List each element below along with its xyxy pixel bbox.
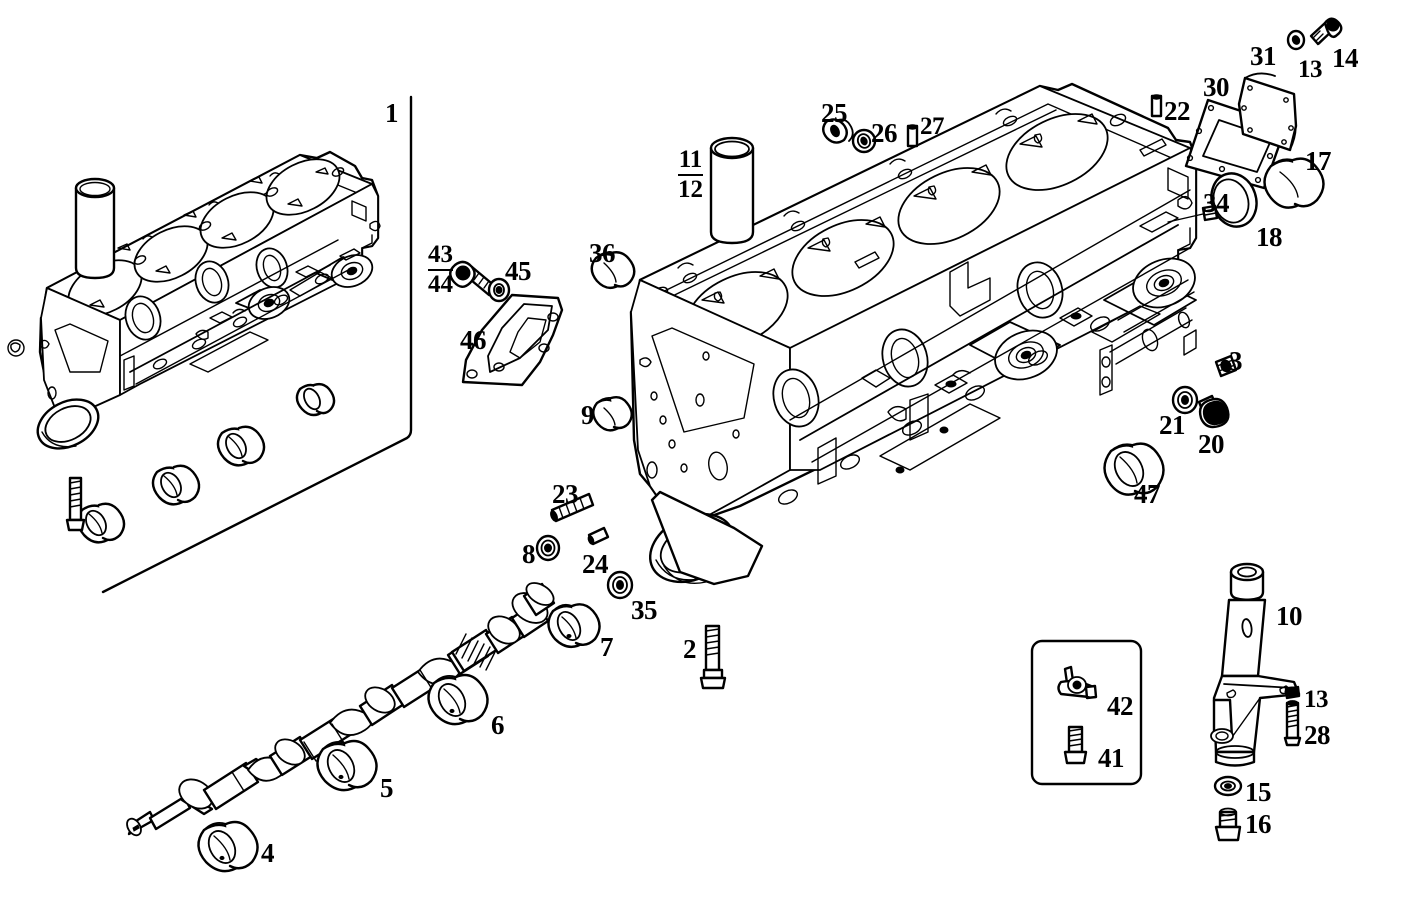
right-lower-bolt-bosses	[777, 316, 1111, 505]
callout-4: 4	[261, 838, 275, 868]
callout-numerator: 43	[428, 241, 453, 268]
core-plug-36	[590, 251, 636, 289]
bearing-bush-17	[1263, 157, 1325, 209]
callout-13: 13	[1298, 56, 1323, 83]
callout-1: 1	[385, 98, 399, 128]
main-bearing-cap-bolt-2	[699, 624, 727, 690]
right-rear-crank-bore	[648, 490, 764, 586]
callout-26: 26	[871, 118, 898, 148]
right-cylinder-block	[629, 82, 1198, 586]
cover-plate-31	[1237, 72, 1298, 152]
camshaft-bearing-bush-7	[547, 603, 601, 648]
callout-35: 35	[631, 595, 658, 625]
sealing-ring-8	[535, 534, 561, 562]
washer-13-lower	[1284, 685, 1301, 700]
sealing-washer-21	[1171, 385, 1199, 415]
callout-7: 7	[600, 632, 614, 662]
dowel-pin-27	[906, 124, 919, 148]
callout-15: 15	[1245, 777, 1272, 807]
left-cylinder-block	[7, 150, 381, 450]
callout-3: 3	[1229, 346, 1243, 376]
callout-24: 24	[582, 549, 609, 579]
camshaft-bearing-bush-6	[427, 673, 489, 726]
cylinder-bores-left	[67, 158, 341, 317]
left-deck-details	[55, 167, 345, 308]
callout-22: 22	[1164, 96, 1191, 126]
dowel-sleeve-23	[550, 492, 595, 523]
cylinder-liner-11-12	[709, 136, 755, 245]
callout-27: 27	[920, 113, 945, 140]
callout-31: 31	[1250, 41, 1277, 71]
shim-ring-18	[1210, 172, 1258, 228]
oil-spray-nozzle-42	[1057, 665, 1098, 700]
core-plug-25	[822, 118, 854, 144]
dowel-pin-22-icon	[1150, 94, 1163, 118]
callout-25: 25	[821, 98, 848, 128]
callout-18: 18	[1256, 222, 1283, 252]
left-lower-bolt-bosses	[152, 273, 330, 370]
callout-23: 23	[552, 479, 579, 509]
callout-denominator: 44	[428, 270, 453, 298]
plug-screw-3	[1214, 354, 1238, 378]
core-plug-9	[592, 395, 633, 432]
oil-suction-pipe-10	[1210, 562, 1301, 767]
sealing-ring-26	[851, 128, 877, 154]
callout-14: 14	[1332, 43, 1359, 73]
callout-45: 45	[505, 256, 532, 286]
right-cam-bosses	[772, 261, 1064, 428]
right-side-ribs	[1099, 279, 1197, 396]
group-1-bracket	[101, 95, 413, 594]
dowel-pin-34	[1167, 204, 1219, 223]
hex-bolt-14	[1309, 17, 1343, 46]
callout-20: 20	[1198, 429, 1225, 459]
callout-41: 41	[1098, 743, 1125, 773]
callout-10: 10	[1276, 601, 1303, 631]
bearing-bush-47	[1103, 442, 1165, 496]
dowel-pin-24	[587, 526, 610, 546]
camshaft-bearing-bush-5	[316, 739, 378, 792]
callout-42: 42	[1107, 691, 1134, 721]
washer-15	[1213, 775, 1243, 797]
callout-numerator: 11	[678, 146, 703, 173]
oil-spray-nozzle-bolt-41	[1063, 725, 1088, 765]
washer-13-top	[1286, 29, 1306, 51]
left-bearing-shell-set	[65, 382, 336, 544]
callout-30: 30	[1203, 72, 1230, 102]
callout-36: 36	[589, 238, 616, 268]
callout-34: 34	[1203, 188, 1230, 218]
right-deck-details	[651, 108, 1167, 304]
camshaft-bearing-bush-4	[197, 820, 259, 873]
camshaft	[126, 582, 556, 837]
screw-plug-20	[1197, 394, 1230, 429]
hex-bolt-43-44	[449, 260, 498, 297]
left-stud-bolt	[65, 476, 86, 532]
engine-mount-bracket-46	[461, 293, 564, 387]
callout-47: 47	[1134, 479, 1161, 509]
callout-46: 46	[460, 325, 487, 355]
callout-17: 17	[1305, 146, 1332, 176]
callout-6: 6	[491, 710, 505, 740]
callout-denominator: 12	[678, 175, 703, 203]
sealing-ring-35	[606, 570, 634, 600]
callout-9: 9	[581, 400, 595, 430]
stud-bolt-28	[1283, 700, 1302, 747]
fraction-divider	[428, 268, 453, 271]
callout-13: 13	[1304, 686, 1329, 713]
left-rear-crank-bore	[36, 398, 100, 450]
callout-8: 8	[522, 539, 536, 569]
callout-5: 5	[380, 773, 394, 803]
hex-bolt-16	[1214, 807, 1242, 842]
left-cam-bosses	[124, 247, 289, 341]
callout-21: 21	[1159, 410, 1186, 440]
washer-45	[487, 277, 511, 303]
oil-spray-nozzle-detail-box	[1030, 639, 1143, 786]
callout-16: 16	[1245, 809, 1272, 839]
callout-28: 28	[1304, 720, 1331, 750]
fraction-divider	[678, 173, 703, 176]
callout-2: 2	[683, 634, 697, 664]
left-cylinder-liner	[74, 177, 116, 280]
